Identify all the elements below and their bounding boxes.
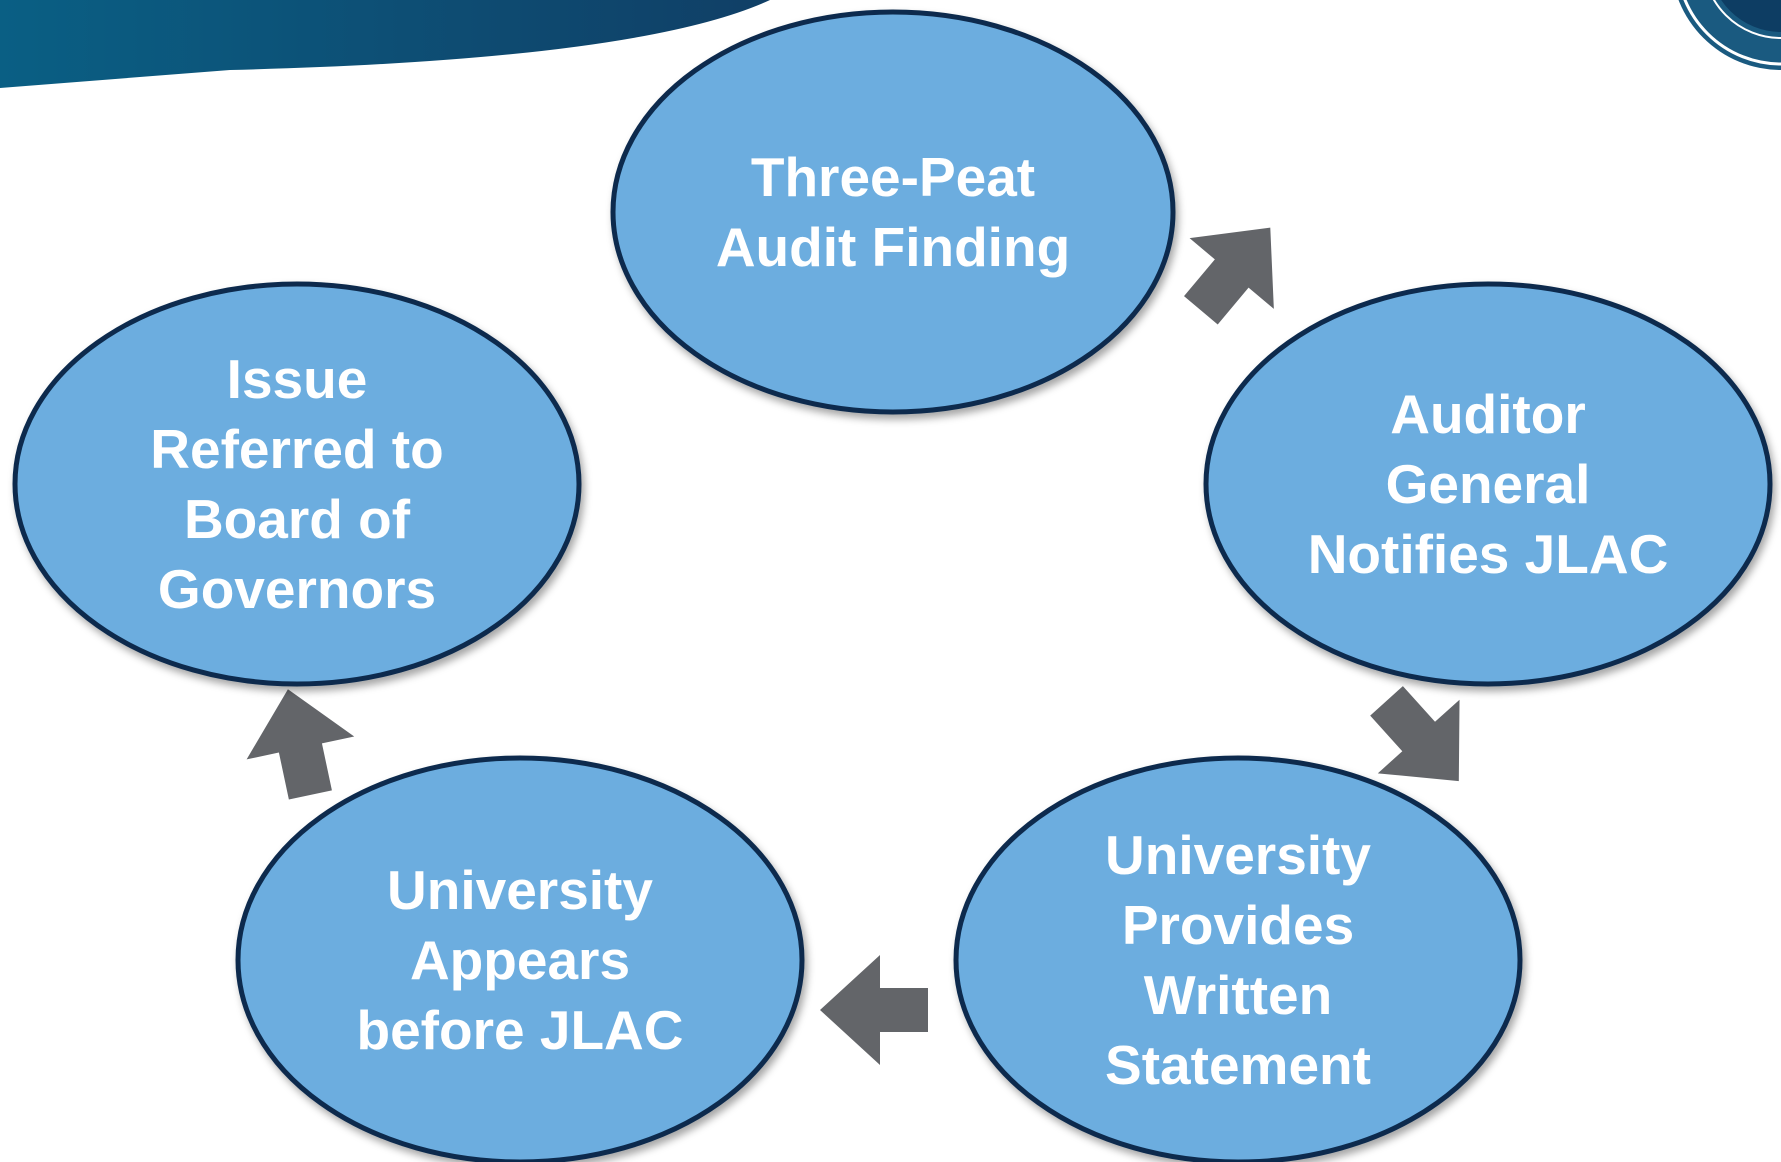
node-label-line: Three-Peat xyxy=(751,146,1035,208)
node-label-line: Notifies JLAC xyxy=(1308,523,1669,585)
node-label-line: before JLAC xyxy=(357,999,684,1061)
node-label-line: Provides xyxy=(1122,894,1354,956)
flow-arrows xyxy=(246,227,1460,1065)
node-ellipse xyxy=(953,755,1523,1162)
arrow-down-left-icon xyxy=(1370,686,1460,782)
node-ellipse xyxy=(1203,281,1773,687)
node-label-line: Referred to xyxy=(150,418,443,480)
node-label-line: Governors xyxy=(158,558,436,620)
node-ellipse xyxy=(12,281,582,687)
node-ellipse xyxy=(610,9,1176,415)
node-label-line: Appears xyxy=(410,929,630,991)
node-label-line: General xyxy=(1386,453,1591,515)
board-of-governors-seal-icon: ARD OF GOVERN xyxy=(1614,0,1781,101)
arrow-down-right-icon xyxy=(1184,227,1274,325)
node-label-line: University xyxy=(1105,824,1371,886)
node-label-line: Audit Finding xyxy=(716,216,1070,278)
node-ellipse xyxy=(235,755,805,1162)
node-label-line: University xyxy=(387,859,653,921)
arrow-left-icon xyxy=(820,955,928,1065)
node-label-line: Issue xyxy=(227,348,368,410)
header-banner xyxy=(0,0,770,88)
node-label-line: Board of xyxy=(184,488,411,550)
node-label-line: Statement xyxy=(1105,1034,1371,1096)
arrow-up-icon xyxy=(246,689,355,800)
node-label-line: Auditor xyxy=(1390,383,1586,445)
node-label-line: Written xyxy=(1144,964,1332,1026)
